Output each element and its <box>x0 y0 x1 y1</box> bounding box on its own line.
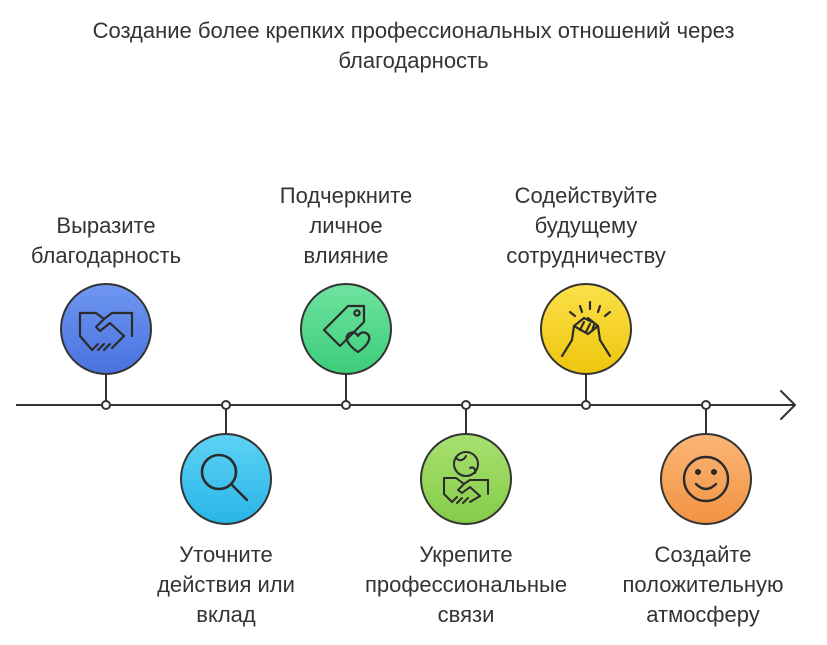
timeline-step-2 <box>180 400 272 525</box>
timeline-arrowhead <box>780 390 796 420</box>
magnifier-icon <box>200 453 249 502</box>
timeline-step-6 <box>660 400 752 525</box>
diagram-title: Создание более крепких профессиональных … <box>0 16 827 76</box>
title-line-1: Создание более крепких профессиональных … <box>92 18 735 43</box>
timeline-step-5 <box>540 283 632 410</box>
step-5-label: Содействуйте будущему сотрудничеству <box>506 183 666 268</box>
timeline-step-3 <box>300 283 392 410</box>
tag-heart-icon <box>322 304 371 354</box>
arm-wrestle-icon <box>560 300 612 358</box>
smiley-icon <box>682 455 730 503</box>
globe-handshake-icon <box>443 451 489 504</box>
step-2-label: Уточните действия или вклад <box>157 542 295 627</box>
step-4-label: Укрепите профессиональные связи <box>364 542 568 627</box>
title-line-2: благодарность <box>338 48 489 73</box>
handshake-icon <box>78 311 134 352</box>
timeline-step-1 <box>60 283 152 410</box>
step-6-label: Создайте положительную атмосферу <box>622 542 784 627</box>
timeline-step-4 <box>420 400 512 525</box>
step-3-label: Подчеркните личное влияние <box>279 183 413 268</box>
step-1-label: Выразите благодарность <box>30 213 182 268</box>
